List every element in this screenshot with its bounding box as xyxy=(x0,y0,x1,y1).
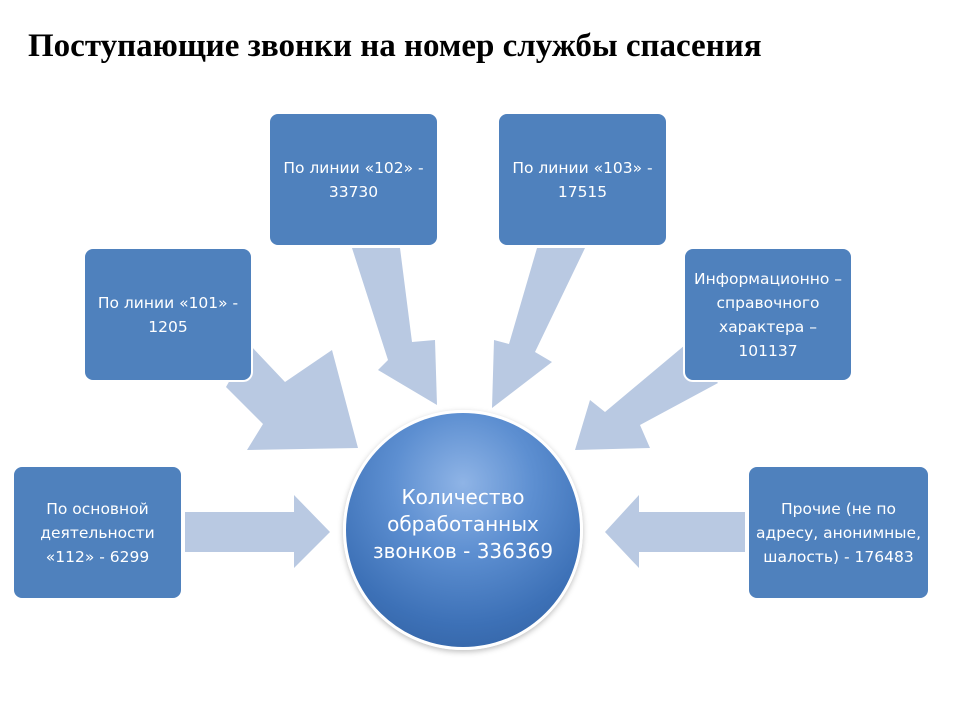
node-line-101: По линии «101» - 1205 xyxy=(83,247,253,382)
node-main-112: По основной деятельности «112» - 6299 xyxy=(12,465,183,600)
arrow-112-to-center xyxy=(185,495,330,568)
arrow-101-to-center xyxy=(226,345,358,450)
node-line-103: По линии «103» - 17515 xyxy=(497,112,668,247)
center-circle: Количество обработанных звонков - 336369 xyxy=(343,410,583,650)
arrow-other-to-center xyxy=(605,495,745,568)
arrow-info-to-center xyxy=(575,345,718,450)
node-line-102: По линии «102» - 33730 xyxy=(268,112,439,247)
node-info: Информационно – справочного характера – … xyxy=(683,247,853,382)
arrow-102-to-center xyxy=(352,248,437,405)
center-label: Количество обработанных звонков - 336369 xyxy=(372,484,554,563)
node-other: Прочие (не по адресу, анонимные, шалость… xyxy=(747,465,930,600)
arrow-103-to-center xyxy=(492,248,585,408)
page-title: Поступающие звонки на номер службы спасе… xyxy=(28,28,762,64)
